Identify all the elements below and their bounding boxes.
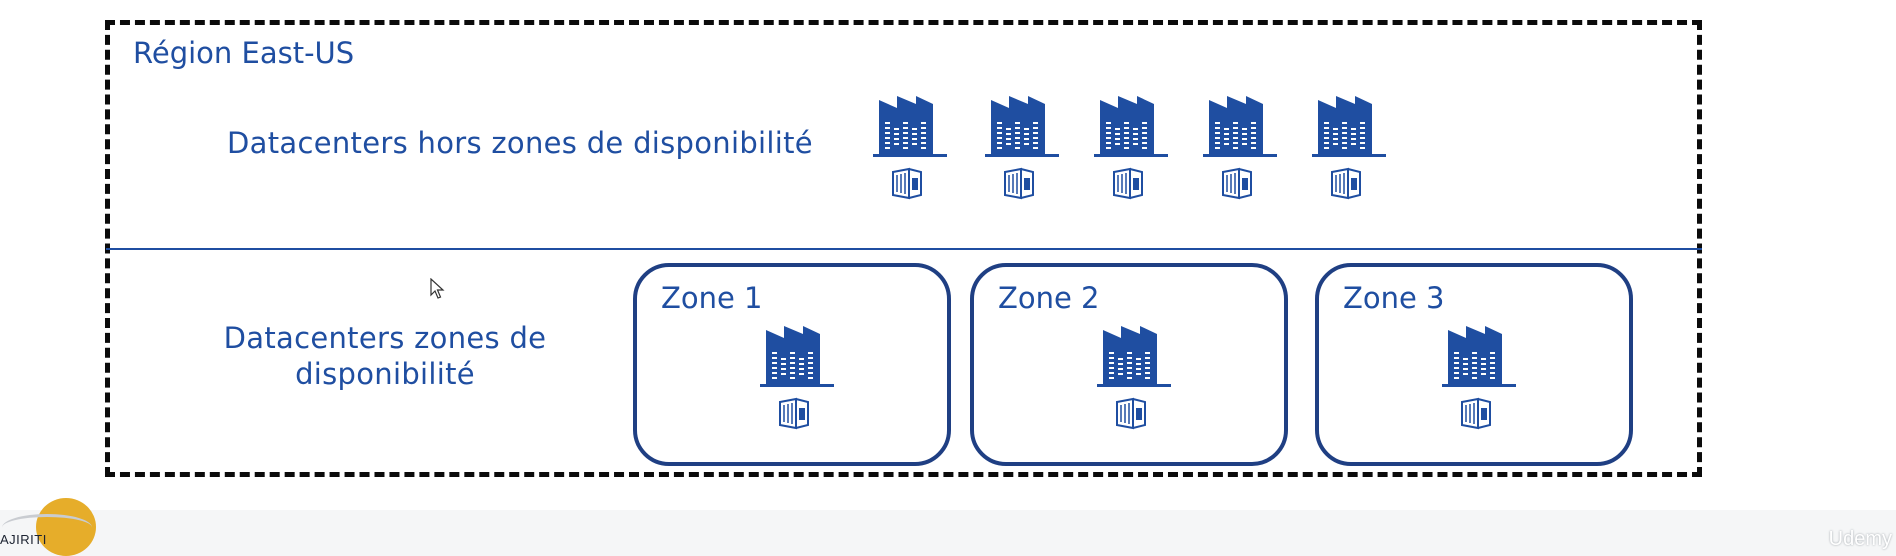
datacenter-icon bbox=[1438, 322, 1518, 442]
logo-swoosh-icon bbox=[2, 514, 92, 541]
datacenter-icon bbox=[1090, 92, 1170, 212]
mouse-cursor-icon bbox=[430, 278, 445, 299]
outside-zones-label: Datacenters hors zones de disponibilité bbox=[227, 126, 813, 160]
datacenter-icon bbox=[869, 92, 949, 212]
video-player-bar bbox=[0, 510, 1896, 556]
datacenter-icon bbox=[1199, 92, 1279, 212]
zone-title: Zone 3 bbox=[1343, 281, 1445, 315]
zones-label: Datacenters zones de disponibilité bbox=[223, 321, 547, 391]
zone-3-box: Zone 3 bbox=[1315, 263, 1633, 466]
zone-2-box: Zone 2 bbox=[970, 263, 1288, 466]
datacenter-icon bbox=[1093, 322, 1173, 442]
row-divider bbox=[106, 248, 1702, 250]
udemy-watermark: Udemy bbox=[1828, 528, 1892, 550]
datacenter-icon bbox=[756, 322, 836, 442]
logo-text: AJIRITI bbox=[0, 532, 47, 547]
zone-title: Zone 2 bbox=[998, 281, 1100, 315]
datacenter-icon bbox=[981, 92, 1061, 212]
datacenter-icon bbox=[1308, 92, 1388, 212]
zone-title: Zone 1 bbox=[661, 281, 763, 315]
zone-1-box: Zone 1 bbox=[633, 263, 951, 466]
region-title: Région East-US bbox=[133, 36, 355, 70]
